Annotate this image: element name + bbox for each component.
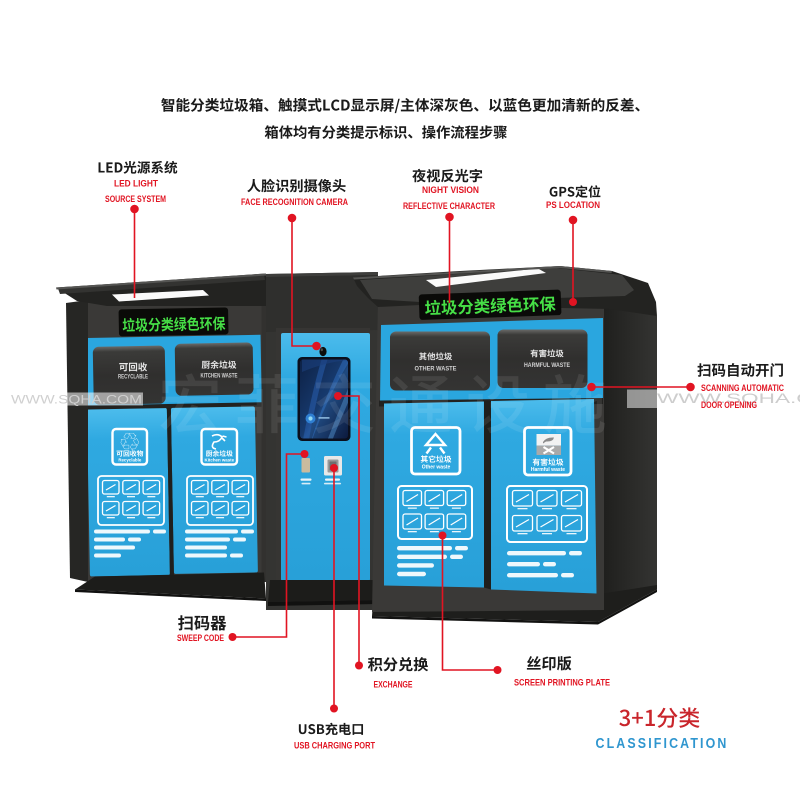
svg-text:CLASSIFICATION: CLASSIFICATION	[596, 736, 729, 752]
svg-text:PS LOCATION: PS LOCATION	[546, 200, 600, 210]
svg-text:SCANNING AUTOMATIC: SCANNING AUTOMATIC	[701, 383, 784, 393]
svg-text:LED LIGHT: LED LIGHT	[114, 179, 158, 189]
svg-text:KITCHEN WASTE: KITCHEN WASTE	[201, 373, 238, 380]
svg-text:OTHER WASTE: OTHER WASTE	[415, 366, 457, 373]
svg-text:EXCHANGE: EXCHANGE	[374, 680, 413, 690]
svg-text:Harmful waste: Harmful waste	[531, 467, 565, 473]
svg-text:WWW.SQHA.COM: WWW.SQHA.COM	[657, 390, 800, 406]
svg-text:USB CHARGING PORT: USB CHARGING PORT	[294, 741, 375, 751]
svg-text:RECYCLABLE: RECYCLABLE	[118, 374, 148, 381]
svg-text:HARMFUL WASTE: HARMFUL WASTE	[524, 362, 570, 369]
svg-text:DOOR OPENING: DOOR OPENING	[701, 400, 757, 410]
svg-text:Kitchen waste: Kitchen waste	[205, 458, 235, 463]
svg-text:Recyclable: Recyclable	[118, 458, 142, 463]
svg-text:NIGHT VISION: NIGHT VISION	[422, 185, 479, 195]
svg-text:SWEEP CODE: SWEEP CODE	[177, 633, 224, 643]
svg-text:SOURCE SYSTEM: SOURCE SYSTEM	[105, 194, 166, 204]
svg-text:FACE RECOGNITION CAMERA: FACE RECOGNITION CAMERA	[241, 197, 348, 207]
svg-text:REFLECTIVE CHARACTER: REFLECTIVE CHARACTER	[403, 201, 495, 211]
svg-text:Other waste: Other waste	[422, 465, 451, 471]
svg-text:WWW.SQHA.COM: WWW.SQHA.COM	[11, 395, 142, 407]
svg-text:SCREEN PRINTING PLATE: SCREEN PRINTING PLATE	[514, 678, 610, 688]
